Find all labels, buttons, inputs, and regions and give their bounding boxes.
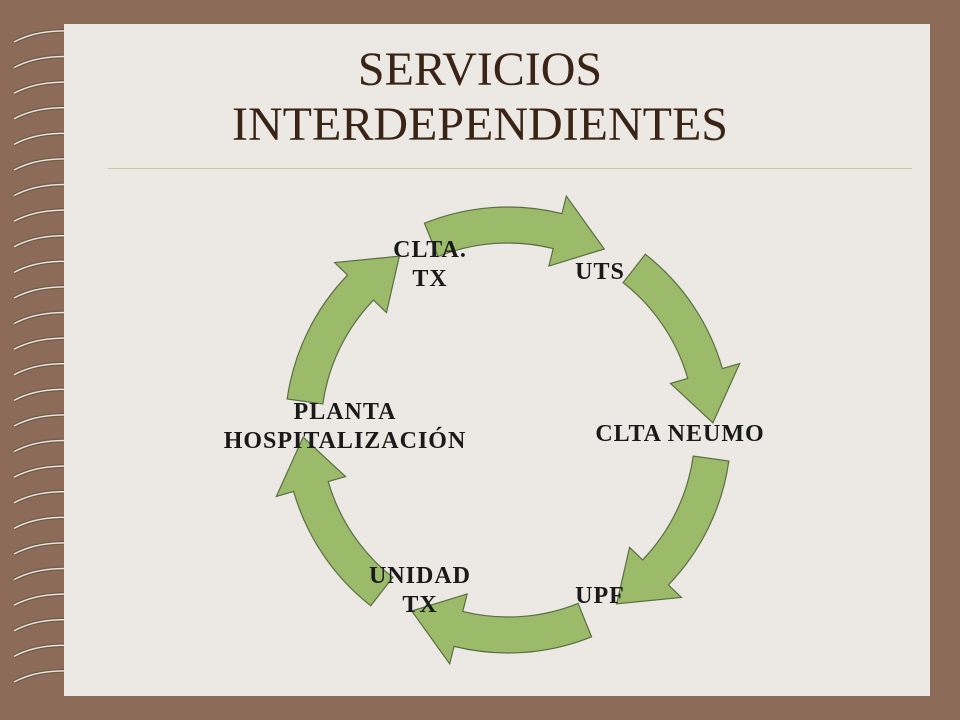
cycle-arrow-4	[410, 593, 593, 666]
slide-title: SERVICIOS INTERDEPENDIENTES	[0, 42, 960, 152]
title-divider	[108, 168, 912, 169]
cycle-arrow-6	[286, 255, 401, 405]
cycle-arrow-3	[615, 455, 730, 605]
title-line-1: SERVICIOS	[357, 43, 603, 96]
cycle-arrow-1	[423, 194, 606, 267]
slide-page	[64, 24, 930, 696]
node-planta-hospitalizacion: PLANTA HOSPITALIZACIÓN	[223, 399, 467, 454]
node-unidad-tx: UNIDAD TX	[369, 563, 471, 618]
node-upf: UPF	[575, 583, 625, 609]
cycle-arrow-2	[622, 253, 741, 424]
node-uts: UTS	[575, 259, 625, 285]
node-clta-neumo: CLTA NEUMO	[595, 421, 765, 447]
cycle-arrow-5	[275, 436, 394, 607]
node-clta-tx: CLTA. TX	[393, 237, 467, 292]
title-line-2: INTERDEPENDIENTES	[232, 98, 728, 151]
